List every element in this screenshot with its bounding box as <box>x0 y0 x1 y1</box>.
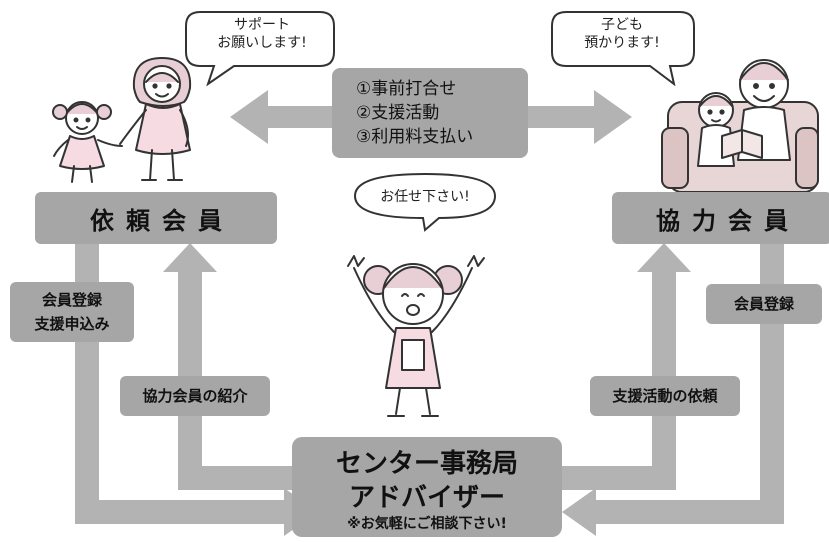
center-note: ※お気軽にご相談下さい! <box>347 516 507 532</box>
flow-step-3: ③利用料支払い <box>356 127 474 147</box>
label-helper-registration: 会員登録 <box>706 284 822 324</box>
speech-text-adviser: お任せ下さい! <box>380 189 470 205</box>
speech-text-requester: サポート お願いします! <box>217 17 307 51</box>
adviser-illustration <box>347 255 485 417</box>
requester-member-box: 依頼会員 <box>35 192 277 244</box>
helper-member-box: 協力会員 <box>612 192 829 244</box>
label-requester-registration: 会員登録 支援申込み <box>10 282 134 342</box>
center-office-box: センター事務局 アドバイザー ※お気軽にご相談下さい! <box>292 437 562 537</box>
center-title-line1: センター事務局 <box>335 449 518 479</box>
arrow-support-request <box>560 243 691 490</box>
speech-bubble-helper <box>551 11 695 86</box>
speech-bubble-requester <box>185 11 335 86</box>
center-title-line2: アドバイザー <box>348 483 505 513</box>
label-support-request: 支援活動の依頼 <box>590 376 740 416</box>
speech-bubble-adviser <box>353 172 497 232</box>
helper-illustration <box>661 59 819 193</box>
requester-illustration <box>52 57 192 183</box>
flow-steps-box: ①事前打合せ ②支援活動 ③利用料支払い <box>332 68 528 158</box>
flow-step-2: ②支援活動 <box>356 103 440 123</box>
flow-step-1: ①事前打合せ <box>356 79 457 99</box>
speech-text-helper: 子ども 預かります! <box>584 17 660 51</box>
label-helper-introduction: 協力会員の紹介 <box>120 376 270 416</box>
arrow-helper-introduction <box>163 243 296 490</box>
